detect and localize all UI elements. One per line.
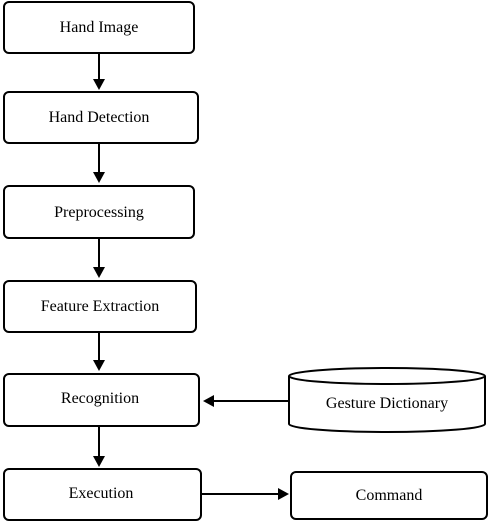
node-gesture-dictionary-label: Gesture Dictionary [326,395,448,412]
connector-preprocessing-to-feature-extraction [93,238,105,278]
node-recognition-label: Recognition [61,390,139,407]
node-recognition: Recognition [3,373,200,427]
connector-hand-image-to-hand-detection [93,53,105,90]
node-preprocessing: Preprocessing [3,185,195,239]
connector-gesture-dictionary-to-recognition [203,395,289,407]
node-execution-label: Execution [69,485,134,502]
node-hand-image: Hand Image [3,1,195,54]
connector-feature-extraction-to-recognition [93,332,105,371]
node-feature-extraction: Feature Extraction [3,280,197,333]
connector-hand-detection-to-preprocessing [93,143,105,183]
connector-recognition-to-execution [93,426,105,467]
node-gesture-dictionary: Gesture Dictionary [288,367,486,433]
node-hand-detection-label: Hand Detection [49,109,150,126]
node-hand-image-label: Hand Image [60,19,139,36]
node-preprocessing-label: Preprocessing [54,204,144,221]
database-cylinder-icon [288,376,486,433]
node-feature-extraction-label: Feature Extraction [41,298,160,315]
node-hand-detection: Hand Detection [3,91,199,144]
connector-execution-to-command [201,488,289,500]
node-execution: Execution [3,468,202,521]
node-command: Command [290,471,488,520]
node-command-label: Command [356,487,423,504]
